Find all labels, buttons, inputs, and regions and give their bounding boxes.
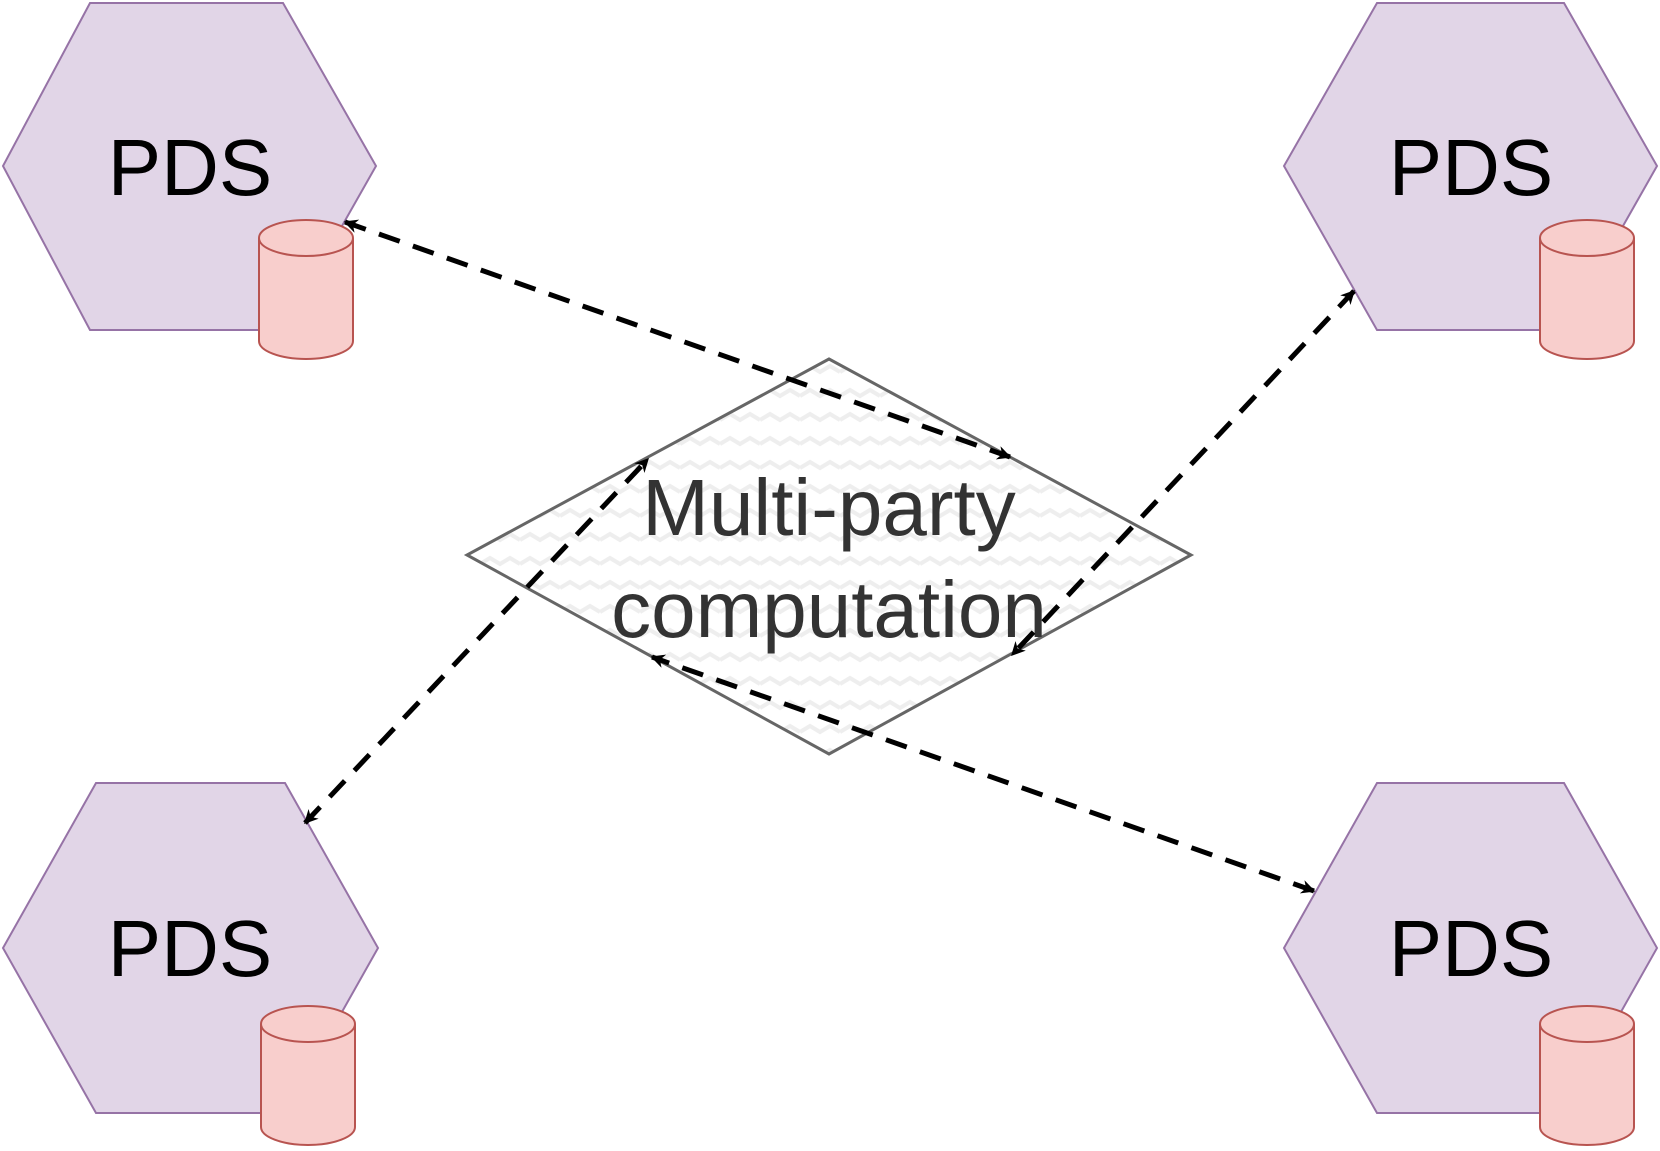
- pds-label: PDS: [108, 123, 273, 212]
- mpc-label-line2: computation: [611, 565, 1047, 654]
- database-icon: [1539, 219, 1635, 360]
- database-icon: [260, 1005, 356, 1146]
- database-icon: [1539, 1005, 1635, 1146]
- pds-node-top-left[interactable]: PDS: [1, 2, 378, 360]
- pds-label: PDS: [1389, 904, 1554, 993]
- mpc-label-line1: Multi-party: [642, 463, 1015, 552]
- edge-bottom-left-to-mpc[interactable]: [303, 457, 650, 825]
- edge-top-right-to-mpc[interactable]: [1010, 289, 1356, 657]
- mpc-node[interactable]: Multi-party computation: [463, 357, 1195, 756]
- diamond-pattern: [463, 357, 1195, 756]
- pds-label: PDS: [108, 904, 273, 993]
- pds-node-top-right[interactable]: PDS: [1282, 2, 1659, 360]
- edge-bottom-right-to-mpc[interactable]: [650, 654, 1316, 894]
- pds-node-bottom-right[interactable]: PDS: [1282, 782, 1659, 1146]
- pds-label: PDS: [1389, 123, 1554, 212]
- edge-top-left-to-mpc[interactable]: [343, 219, 1012, 460]
- database-icon: [258, 219, 354, 360]
- pds-node-bottom-left[interactable]: PDS: [1, 782, 380, 1146]
